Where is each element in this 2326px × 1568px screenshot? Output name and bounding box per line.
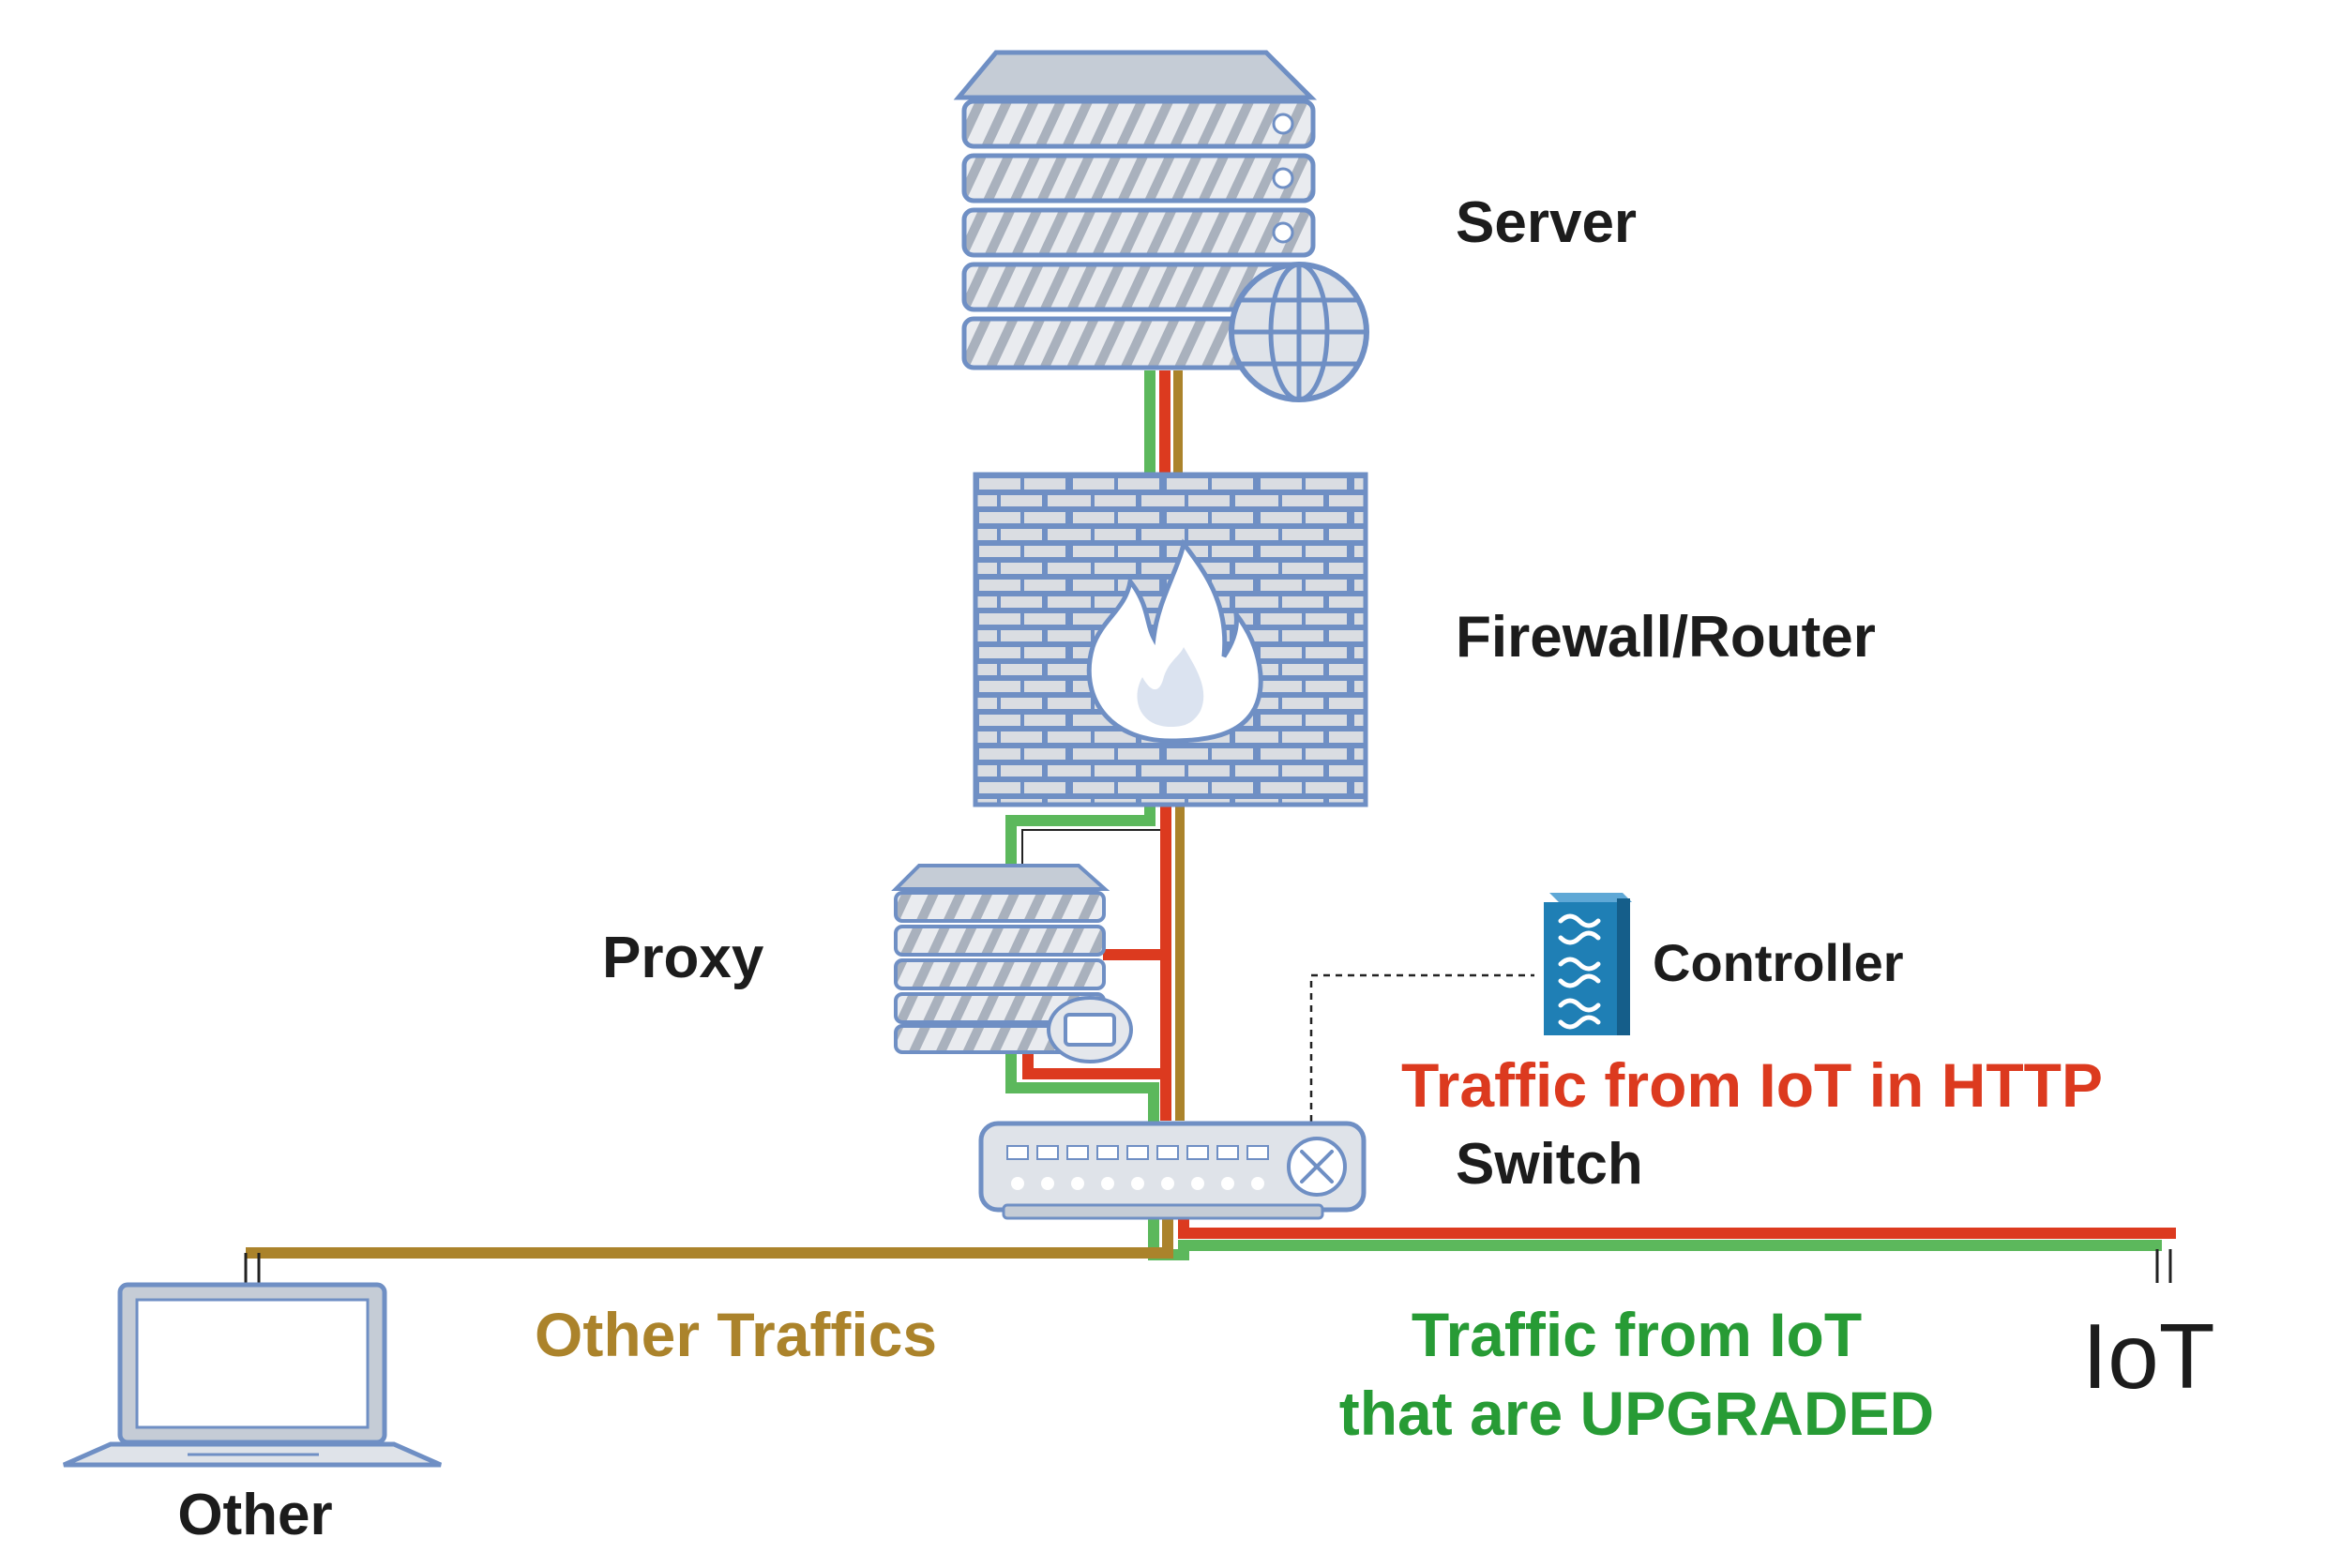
label-other-traffics: Other Traffics xyxy=(535,1300,937,1369)
label-proxy: Proxy xyxy=(602,926,764,990)
controller-icon xyxy=(1544,893,1632,1035)
globe-icon xyxy=(1229,262,1369,402)
other-traffic-to-laptop xyxy=(246,1210,1173,1259)
firewall-icon xyxy=(973,472,1368,807)
http-path xyxy=(1103,805,1171,960)
label-switch: Switch xyxy=(1456,1132,1643,1197)
label-upgraded-line2: that are UPGRADED xyxy=(1339,1379,1934,1448)
label-traffic-http: Traffic from IoT in HTTP xyxy=(1401,1050,2103,1120)
label-other: Other xyxy=(177,1483,332,1547)
label-upgraded-line1: Traffic from IoT xyxy=(1412,1300,1862,1369)
label-server: Server xyxy=(1456,190,1637,255)
server-globe-icon xyxy=(953,50,1369,402)
label-controller: Controller xyxy=(1653,933,1904,992)
label-iot: IoT xyxy=(2082,1304,2215,1408)
laptop-icon xyxy=(62,1282,443,1468)
upgraded-path-via-proxy xyxy=(1005,805,1155,877)
label-firewall: Firewall/Router xyxy=(1456,605,1876,670)
proxy-server-icon xyxy=(891,864,1133,1063)
http-path-to-iot xyxy=(1178,1210,2176,1239)
controller-link xyxy=(1309,973,1534,1122)
network-switch-icon xyxy=(978,1121,1367,1220)
flame-icon xyxy=(1086,538,1263,744)
